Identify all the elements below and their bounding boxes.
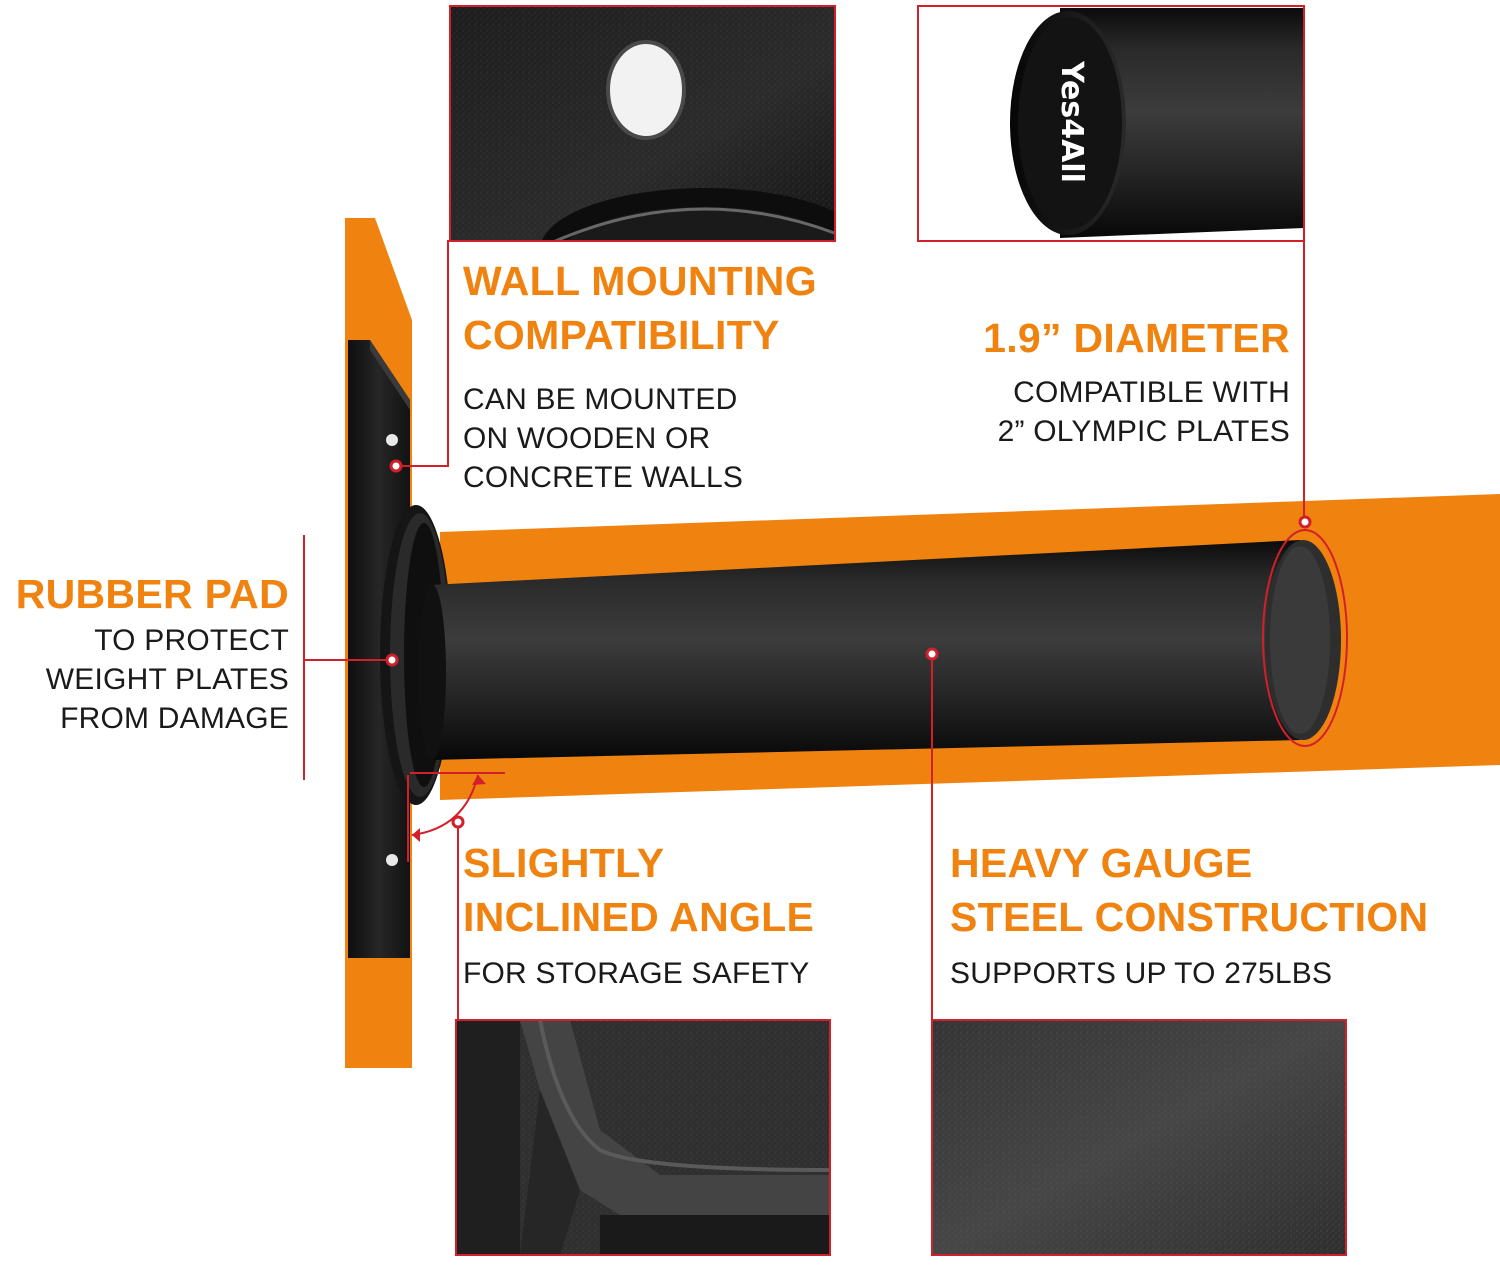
description-line: CAN BE MOUNTED [463,383,738,416]
diameter-callout: 1.9” DIAMETER COMPATIBLE WITH 2” OLYMPIC… [983,311,1290,451]
wall-mounting-heading: WALL MOUNTING COMPATIBILITY [463,254,817,362]
description-line: WEIGHT PLATES [45,663,289,696]
rubber-pad-heading: RUBBER PAD [16,567,289,621]
heading-line: SLIGHTLY [463,840,665,886]
description-line: FOR STORAGE SAFETY [463,957,810,990]
diameter-heading: 1.9” DIAMETER [983,311,1290,365]
mounting-hole-top-icon [386,434,398,446]
storage-bar [418,540,1341,760]
rubber-pad-description: TO PROTECT WEIGHT PLATES FROM DAMAGE [16,621,289,738]
inclined-angle-callout: SLIGHTLY INCLINED ANGLE FOR STORAGE SAFE… [463,836,814,993]
mounting-hole-closeup-inset [449,5,836,242]
heading-line: HEAVY GAUGE [950,840,1253,886]
steel-construction-callout: HEAVY GAUGE STEEL CONSTRUCTION SUPPORTS … [950,836,1428,993]
steel-texture-closeup-inset [931,1019,1347,1256]
heading-line: COMPATIBILITY [463,312,780,358]
description-line: FROM DAMAGE [60,702,289,735]
heading-line: RUBBER PAD [15,571,289,617]
diameter-description: COMPATIBLE WITH 2” OLYMPIC PLATES [983,373,1290,451]
description-line: SUPPORTS UP TO 275LBS [950,957,1333,990]
heading-line: INCLINED ANGLE [463,894,815,940]
description-line: COMPATIBLE WITH [1013,376,1290,409]
description-line: ON WOODEN OR [463,422,711,455]
inclined-angle-description: FOR STORAGE SAFETY [463,954,814,993]
wall-mounting-callout: WALL MOUNTING COMPATIBILITY CAN BE MOUNT… [463,254,817,497]
weld-angle-closeup-inset [455,1019,831,1256]
yes4all-logo: Yes4All [1054,60,1089,183]
heading-line: 1.9” DIAMETER [983,315,1290,361]
heading-line: WALL MOUNTING [463,258,817,304]
wall-mounting-description: CAN BE MOUNTED ON WOODEN OR CONCRETE WAL… [463,380,817,497]
description-line: TO PROTECT [94,624,289,657]
mounting-hole-bottom-icon [386,854,398,866]
steel-construction-description: SUPPORTS UP TO 275LBS [950,954,1428,993]
description-line: CONCRETE WALLS [463,461,744,494]
wall-mount-plate [348,340,410,958]
description-line: 2” OLYMPIC PLATES [997,415,1290,448]
bar-end-logo-closeup-inset: Yes4All [917,5,1305,242]
mounting-hole-icon [608,42,684,138]
heading-line: STEEL CONSTRUCTION [950,894,1429,940]
rubber-pad-callout: RUBBER PAD TO PROTECT WEIGHT PLATES FROM… [16,567,289,738]
steel-construction-heading: HEAVY GAUGE STEEL CONSTRUCTION [950,836,1428,944]
inclined-angle-heading: SLIGHTLY INCLINED ANGLE [463,836,814,944]
